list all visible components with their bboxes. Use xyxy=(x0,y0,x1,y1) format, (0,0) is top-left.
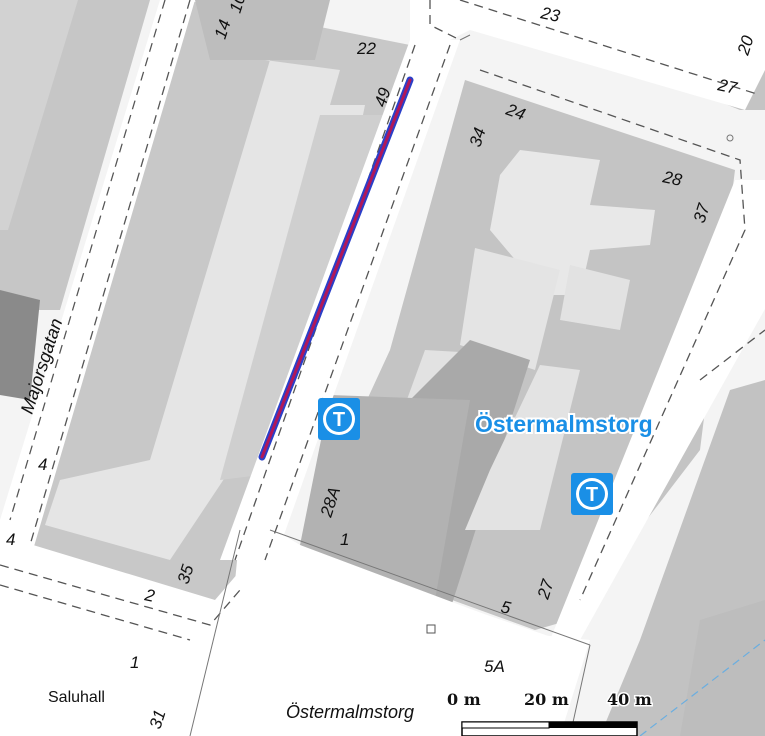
address-number: 31 xyxy=(146,707,170,731)
address-number: 2 xyxy=(142,585,157,606)
parcel-outlines xyxy=(189,34,591,736)
highlight-route[interactable] xyxy=(260,78,412,459)
metro-station-icon[interactable]: T xyxy=(318,398,360,440)
address-number: 27 xyxy=(715,75,739,98)
street-label-ostermalmstorg: Östermalmstorg xyxy=(286,702,414,722)
address-number: 23 xyxy=(538,3,562,26)
address-number: 34 xyxy=(466,125,490,149)
address-number: 5 xyxy=(499,597,513,618)
address-number: 5A xyxy=(484,657,505,676)
address-number: 4 xyxy=(6,530,15,549)
poi-label-saluhall: Saluhall xyxy=(48,689,105,706)
address-number: 22 xyxy=(356,39,376,58)
road-dashed-lines xyxy=(0,0,765,641)
address-number: 4 xyxy=(38,455,47,474)
place-label[interactable]: Östermalmstorg xyxy=(473,409,655,439)
address-number: 1 xyxy=(340,530,349,549)
scale-bar: 0 m 20 m 40 m xyxy=(446,689,653,736)
scale-label-40: 40 m xyxy=(607,690,652,709)
address-number: 14 xyxy=(211,17,235,41)
point-marker xyxy=(726,134,734,142)
address-number: 1 xyxy=(130,653,139,672)
plaza-marker xyxy=(426,624,436,634)
address-number: 10 xyxy=(226,0,250,15)
scale-label-20: 20 m xyxy=(524,690,569,709)
metro-symbol-2: T xyxy=(586,484,598,506)
boundary-line xyxy=(639,639,765,736)
address-number: 28 xyxy=(660,167,684,190)
scale-label-0: 0 m xyxy=(447,690,481,709)
metro-symbol: T xyxy=(333,409,345,431)
metro-station-icon-2[interactable]: T xyxy=(571,473,613,515)
